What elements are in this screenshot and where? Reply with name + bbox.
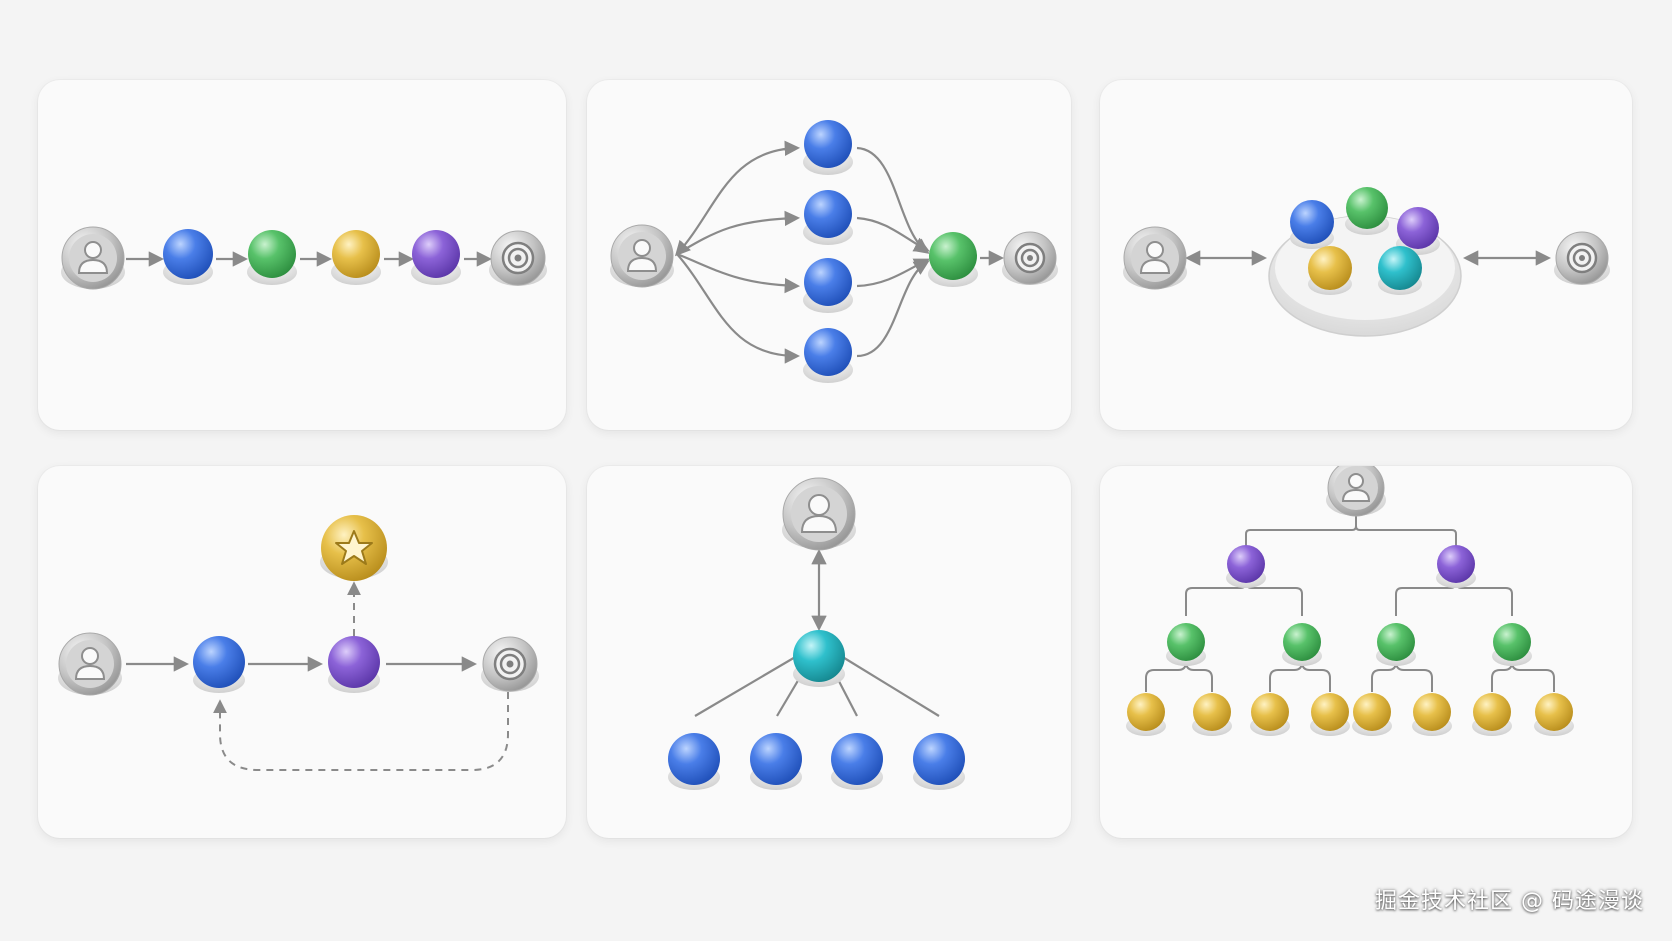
node-cyan <box>793 630 845 687</box>
node-green <box>1166 623 1206 666</box>
node-green <box>247 230 297 285</box>
node-purple <box>328 636 380 693</box>
user-icon <box>1341 473 1371 502</box>
node-blue <box>803 190 853 245</box>
node-green <box>1345 187 1389 235</box>
user-node <box>1326 466 1386 517</box>
node-yellow <box>1310 693 1350 736</box>
node-yellow <box>1472 693 1512 736</box>
dashed-connector <box>213 581 509 771</box>
sequential-chain-diagram <box>61 226 547 290</box>
node-blue <box>913 733 965 790</box>
target-icon <box>501 241 535 275</box>
watermark-text: 掘金技术社区 @ 码途漫谈 <box>1375 889 1644 914</box>
node-blue <box>1290 200 1334 249</box>
target-icon <box>493 647 527 681</box>
node-blue <box>193 636 245 693</box>
star-icon <box>335 530 373 565</box>
user-icon <box>77 241 109 274</box>
user-icon <box>626 239 658 272</box>
node-yellow <box>1534 693 1574 736</box>
target-icon <box>1014 242 1046 274</box>
tree-connector <box>694 655 940 717</box>
user-icon <box>74 647 106 680</box>
target-icon <box>1566 242 1598 274</box>
binary-tree-diagram <box>1126 466 1574 736</box>
panel-loop-with-star <box>38 466 566 838</box>
node-green <box>1376 623 1416 666</box>
user-node <box>610 224 674 288</box>
node-yellow <box>1412 693 1452 736</box>
node-purple <box>1436 545 1476 588</box>
target-node <box>1554 231 1610 285</box>
user-icon <box>800 494 838 533</box>
user-node <box>782 477 856 551</box>
node-blue <box>803 328 853 383</box>
user-node <box>58 632 122 696</box>
arrow-connector <box>674 140 1005 364</box>
panel-parallel-fan-out <box>587 80 1071 430</box>
node-blue <box>803 120 853 175</box>
target-node <box>1002 231 1058 285</box>
target-node <box>481 636 539 692</box>
node-purple <box>1226 545 1266 588</box>
node-yellow <box>1126 693 1166 736</box>
hub-spoke-diagram <box>668 477 965 790</box>
panel-sequential-chain <box>38 80 566 430</box>
node-yellow <box>1192 693 1232 736</box>
node-yellow <box>1352 693 1392 736</box>
node-blue <box>831 733 883 790</box>
user-node <box>1123 226 1187 290</box>
node-purple <box>411 230 461 285</box>
node-cyan <box>1378 246 1422 295</box>
target-node <box>489 230 547 286</box>
node-yellow <box>1250 693 1290 736</box>
user-icon <box>1139 241 1171 274</box>
star-node <box>320 515 388 581</box>
parallel-fan-out-diagram <box>610 120 1058 383</box>
node-yellow <box>331 230 381 285</box>
node-blue <box>803 258 853 313</box>
user-node <box>61 226 125 290</box>
panel-group-hub <box>1100 80 1632 430</box>
node-blue <box>750 733 802 790</box>
tree-connector <box>1145 516 1555 692</box>
node-blue <box>668 733 720 790</box>
loop-with-star-diagram <box>58 515 539 771</box>
node-green <box>1282 623 1322 666</box>
node-yellow <box>1308 246 1352 295</box>
panel-hub-spoke <box>587 466 1071 838</box>
panel-binary-tree <box>1100 466 1632 838</box>
node-blue <box>163 229 213 285</box>
group-hub-diagram <box>1123 187 1610 337</box>
node-green <box>1492 623 1532 666</box>
node-green <box>928 232 978 287</box>
